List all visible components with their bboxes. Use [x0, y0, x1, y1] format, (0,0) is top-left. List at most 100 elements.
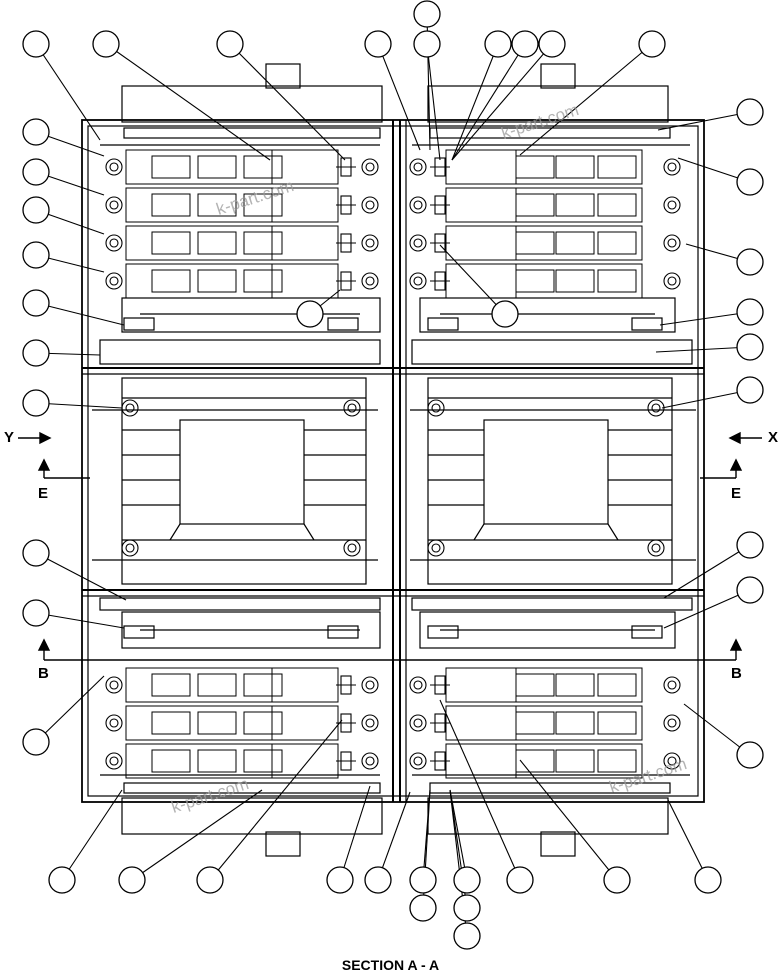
- bolt-outer: [663, 158, 681, 176]
- leader-line: [449, 789, 468, 881]
- leader-line: [229, 43, 346, 161]
- callout-balloon: [491, 300, 519, 328]
- bolt-inner: [125, 403, 135, 413]
- module-window: [597, 711, 637, 735]
- module-window: [243, 155, 283, 179]
- callout-balloon: [22, 339, 50, 367]
- module-body: [515, 187, 643, 223]
- module-window: [151, 269, 191, 293]
- callout-balloon: [22, 196, 50, 224]
- callout-balloon: [22, 158, 50, 186]
- section-e-left-label: E: [38, 485, 49, 502]
- bolt-outer: [409, 158, 427, 176]
- module-window: [197, 269, 237, 293]
- leader-line: [519, 759, 618, 881]
- module-window: [151, 673, 191, 697]
- bolt-inner: [667, 162, 677, 172]
- callout-balloon: [22, 599, 50, 627]
- module-body: [125, 705, 273, 741]
- callout-balloon: [22, 389, 50, 417]
- bolt-outer: [409, 676, 427, 694]
- leader-line: [131, 789, 263, 881]
- bolt-inner: [667, 238, 677, 248]
- leader-line: [426, 43, 441, 161]
- callout-balloon: [538, 30, 566, 58]
- callout-balloon: [92, 30, 120, 58]
- callout-balloon: [22, 539, 50, 567]
- module-window: [151, 231, 191, 255]
- bolt-inner: [109, 718, 119, 728]
- bolt-inner: [109, 200, 119, 210]
- bolt-outer: [663, 234, 681, 252]
- bolt-inner: [109, 680, 119, 690]
- callout-balloon: [22, 728, 50, 756]
- module-window: [197, 231, 237, 255]
- callout-balloon: [736, 168, 764, 196]
- module-window: [515, 269, 555, 293]
- bolt-inner: [365, 276, 375, 286]
- callout-balloon: [453, 922, 481, 950]
- bolt-outer: [409, 234, 427, 252]
- lug-bottom-right: [540, 831, 576, 857]
- leader-line: [35, 302, 125, 326]
- module-body: [125, 743, 273, 779]
- bolt-inner: [667, 718, 677, 728]
- module-window: [597, 673, 637, 697]
- callout-balloon: [736, 298, 764, 326]
- bolt-inner: [365, 200, 375, 210]
- module-window: [515, 711, 555, 735]
- bolt-outer: [409, 272, 427, 290]
- bolt-outer: [361, 272, 379, 290]
- module-spacer: [445, 187, 517, 223]
- module-window: [555, 231, 595, 255]
- callout-balloon: [409, 894, 437, 922]
- leader-line: [439, 244, 506, 315]
- module-window: [515, 193, 555, 217]
- leader-line: [35, 43, 101, 141]
- lug-top-left: [265, 63, 301, 89]
- bolt-inner: [413, 200, 423, 210]
- callout-balloon: [22, 118, 50, 146]
- callout-balloon: [216, 30, 244, 58]
- callout-balloon: [453, 866, 481, 894]
- callout-balloon: [506, 866, 534, 894]
- callout-balloon: [736, 98, 764, 126]
- module-body: [125, 225, 273, 261]
- module-window: [243, 673, 283, 697]
- leader-line: [35, 552, 127, 601]
- callout-balloon: [736, 741, 764, 769]
- module-body: [125, 667, 273, 703]
- mount-plate-bottom-left: [121, 797, 383, 835]
- bolt-inner: [667, 276, 677, 286]
- module-body: [515, 263, 643, 299]
- bolt-inner: [667, 680, 677, 690]
- callout-balloon: [364, 866, 392, 894]
- bolt-inner: [365, 238, 375, 248]
- section-b-right-label: B: [731, 665, 742, 682]
- module-body: [515, 705, 643, 741]
- bolt-outer: [409, 752, 427, 770]
- bolt-outer: [409, 196, 427, 214]
- bolt-inner: [413, 162, 423, 172]
- callout-balloon: [413, 30, 441, 58]
- bolt-inner: [365, 718, 375, 728]
- module-window: [515, 673, 555, 697]
- bolt-outer: [361, 158, 379, 176]
- module-window: [243, 711, 283, 735]
- module-body: [515, 667, 643, 703]
- leader-line: [451, 43, 499, 161]
- bolt-outer: [361, 752, 379, 770]
- callout-balloon: [22, 241, 50, 269]
- module-window: [243, 749, 283, 773]
- module-body: [515, 149, 643, 185]
- leader-line: [439, 699, 521, 881]
- module-spacer: [445, 743, 517, 779]
- callout-balloon: [736, 333, 764, 361]
- leader-line: [105, 43, 271, 161]
- leader-line: [35, 612, 125, 629]
- view-direction-x-label: X: [768, 429, 779, 446]
- module-window: [555, 749, 595, 773]
- module-window: [151, 193, 191, 217]
- module-window: [597, 749, 637, 773]
